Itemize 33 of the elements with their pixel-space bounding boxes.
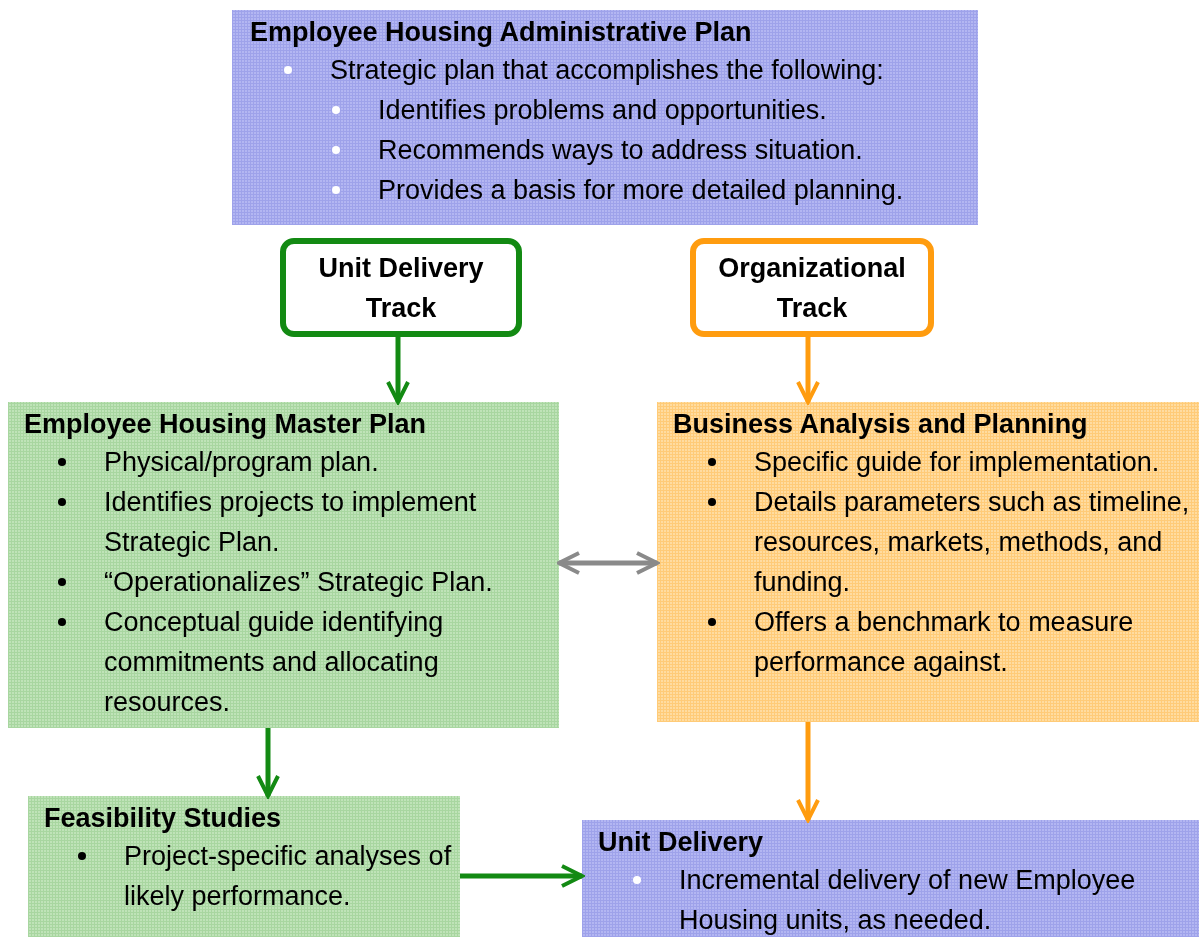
bullet-text: Specific guide for implementation. [754, 446, 1161, 479]
plan-box [28, 796, 460, 937]
box-heading: Employee Housing Administrative Plan [250, 16, 753, 49]
track-box [690, 238, 934, 337]
bullet-text: Provides a basis for more detailed planning. [378, 174, 905, 207]
plan-box [232, 10, 978, 225]
bullet-text: Identifies problems and opportunities. [378, 94, 828, 127]
bullet-text: Recommends ways to address situation. [378, 134, 864, 167]
box-heading: Feasibility Studies [44, 802, 283, 835]
track-label: Unit Delivery Track [317, 251, 485, 325]
plan-box [582, 820, 1199, 937]
bullet-text: Identifies projects to implement Strategic Plan. [104, 486, 478, 559]
arrow [557, 551, 659, 575]
arrow [796, 337, 820, 404]
bullet-text: Strategic plan that accomplishes the following: [330, 54, 885, 87]
bullet-text: “Operationalizes” Strategic Plan. [104, 566, 494, 599]
bullet-text: Physical/program plan. [104, 446, 380, 479]
box-heading: Employee Housing Master Plan [24, 408, 428, 441]
box-heading: Unit Delivery [598, 826, 765, 859]
arrow [256, 728, 280, 798]
arrow [386, 337, 410, 404]
bullet-text: Conceptual guide identifying commitments and allocating resources. [104, 606, 445, 719]
bullet-text: Offers a benchmark to measure performance against. [754, 606, 1135, 679]
bullet-text: Project-specific analyses of likely performance. [124, 840, 453, 913]
arrow [460, 864, 584, 888]
track-label: Organizational Track [717, 251, 907, 325]
track-box [280, 238, 522, 337]
box-heading: Business Analysis and Planning [673, 408, 1089, 441]
plan-box [657, 402, 1199, 722]
plan-box [8, 402, 559, 728]
bullet-text: Incremental delivery of new Employee Housing units, as needed. [679, 864, 1137, 937]
arrow [796, 722, 820, 822]
bullet-text: Details parameters such as timeline, resources, markets, methods, and funding. [754, 486, 1191, 599]
